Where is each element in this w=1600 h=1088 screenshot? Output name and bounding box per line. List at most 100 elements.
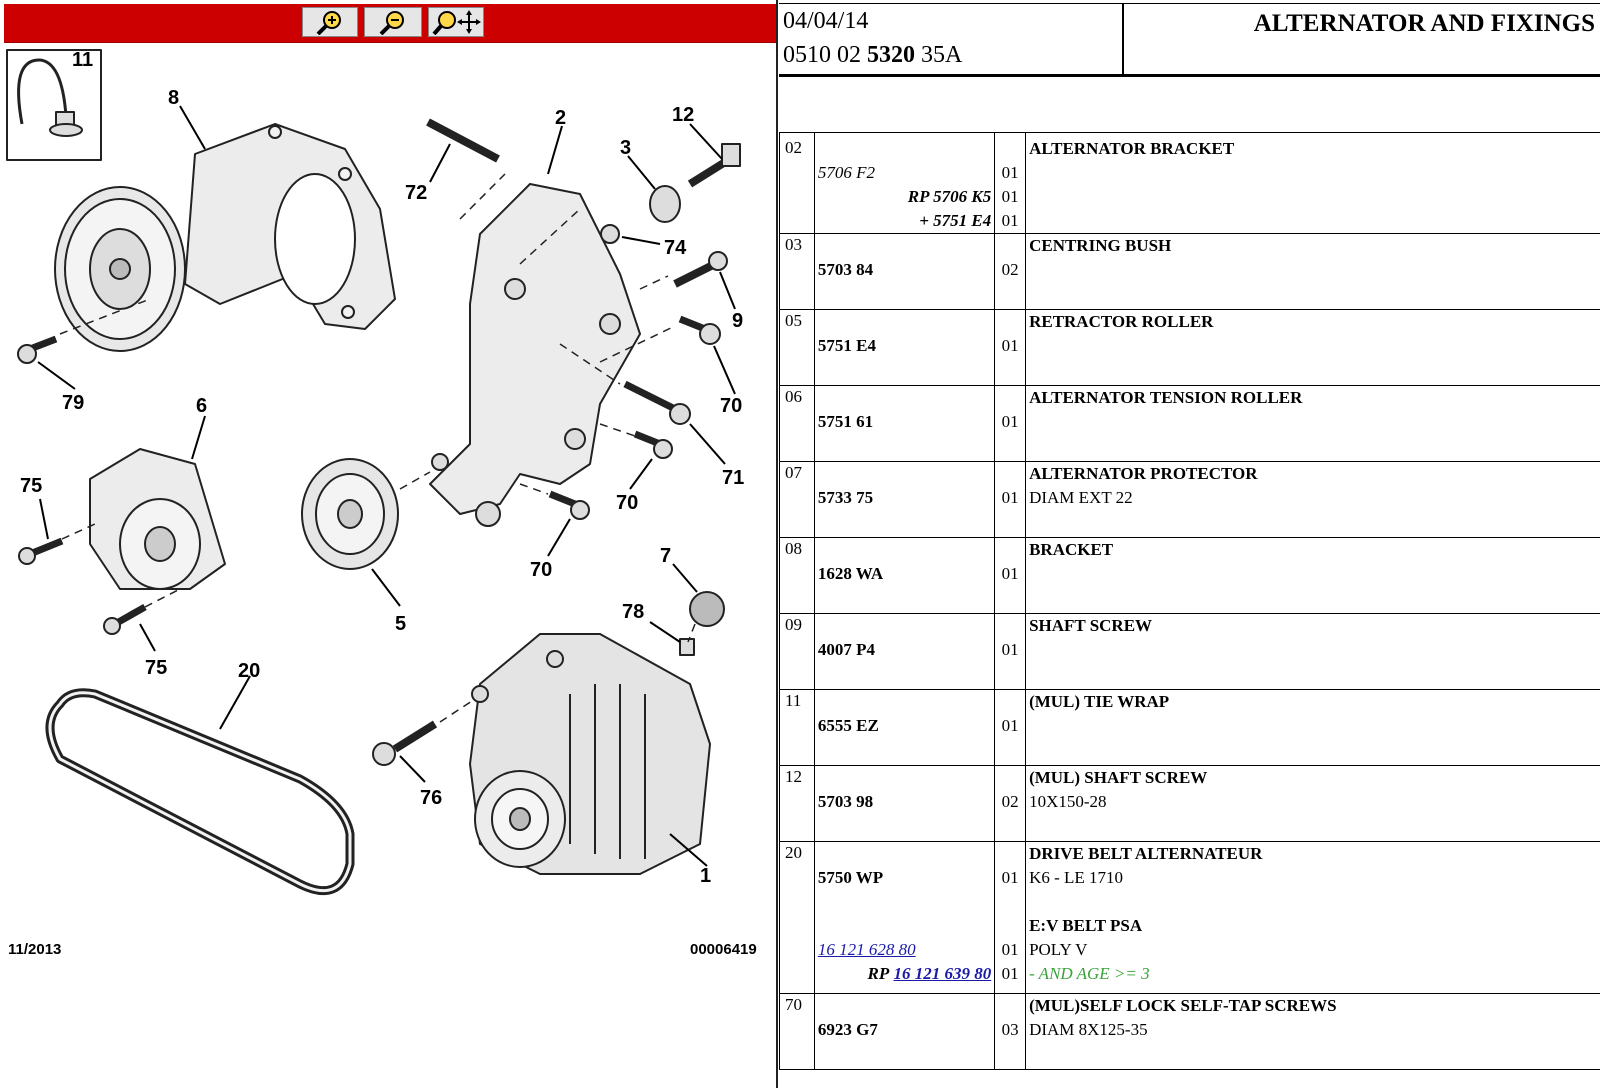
table-row[interactable]: 20 5750 WP 16 121 628 80 RP 16 121 639 8… — [779, 841, 1600, 994]
quantity: 01 — [1001, 336, 1019, 355]
part-ref[interactable]: 5703 84 — [817, 260, 874, 279]
part-description: DRIVE BELT ALTERNATEUR — [1029, 844, 1263, 863]
table-row[interactable]: 07 5733 75 01 ALTERNATOR PROTECTOR DIAM E… — [779, 461, 1600, 538]
quantity: 01 — [1001, 488, 1019, 507]
callout-78[interactable]: 78 — [622, 601, 644, 623]
zoom-pan-icon — [432, 10, 481, 35]
zoom-pan-button[interactable] — [428, 7, 484, 37]
callout-79[interactable]: 79 — [62, 392, 84, 414]
table-row[interactable]: 08 1628 WA 01 BRACKET — [779, 537, 1600, 614]
parts-header: 04/04/14 0510 02 5320 35A ALTERNATOR AND… — [779, 3, 1600, 77]
part-ref[interactable]: 6923 G7 — [817, 1020, 878, 1039]
quantity: 01 — [1001, 940, 1019, 959]
callout-72[interactable]: 72 — [405, 182, 427, 204]
table-row[interactable]: 11 6555 EZ 01 (MUL) TIE WRAP — [779, 689, 1600, 766]
zoom-in-icon — [316, 11, 341, 35]
callout-70-top[interactable]: 70 — [720, 395, 742, 417]
quantity: 01 — [1001, 187, 1019, 206]
zoom-out-icon — [379, 11, 404, 35]
part-detail: 10X150-28 — [1029, 792, 1107, 811]
part-description: (MUL) SHAFT SCREW — [1029, 768, 1208, 787]
row-number: 07 — [779, 461, 815, 538]
part-ref[interactable]: 1628 WA — [817, 564, 884, 583]
part-description: ALTERNATOR TENSION ROLLER — [1029, 388, 1303, 407]
table-row[interactable]: 06 5751 61 01 ALTERNATOR TENSION ROLLER — [779, 385, 1600, 462]
quantity: 03 — [1001, 1020, 1019, 1039]
quantity: 01 — [1001, 964, 1019, 983]
table-row[interactable]: 09 4007 P4 01 SHAFT SCREW — [779, 613, 1600, 690]
alt-description: E:V BELT PSA — [1029, 916, 1143, 935]
diagram-pane: 11 8 2 12 3 72 74 9 70 79 6 70 71 75 70 … — [0, 0, 776, 1088]
callout-7[interactable]: 7 — [660, 545, 671, 567]
part-description: SHAFT SCREW — [1029, 616, 1153, 635]
zoom-out-button[interactable] — [364, 7, 422, 37]
header-reference: 0510 02 5320 35A — [783, 42, 962, 69]
ref-bold: 5320 — [867, 42, 915, 68]
age-condition: - AND AGE >= 3 — [1029, 964, 1150, 983]
callout-11[interactable]: 11 — [72, 49, 93, 71]
table-row[interactable]: 70 6923 G7 03 (MUL)SELF LOCK SELF-TAP SC… — [779, 993, 1600, 1070]
rp-label: RP — [867, 964, 890, 983]
row-number: 12 — [779, 765, 815, 842]
callout-5[interactable]: 5 — [395, 613, 406, 635]
callout-9[interactable]: 9 — [732, 310, 743, 332]
row-number: 70 — [779, 993, 815, 1070]
row-number: 09 — [779, 613, 815, 690]
callout-12[interactable]: 12 — [672, 104, 694, 126]
diagram-toolbar — [4, 4, 776, 43]
zoom-in-button[interactable] — [302, 7, 358, 37]
alt-detail: POLY V — [1029, 940, 1088, 959]
callout-20[interactable]: 20 — [238, 660, 260, 682]
part-description: (MUL)SELF LOCK SELF-TAP SCREWS — [1029, 996, 1337, 1015]
callout-76[interactable]: 76 — [420, 787, 442, 809]
part-detail: DIAM EXT 22 — [1029, 488, 1133, 507]
part-ref[interactable]: 5751 E4 — [817, 336, 876, 355]
alt-part-link[interactable]: 16 121 628 80 — [817, 940, 916, 959]
table-row[interactable]: 03 5703 84 02 CENTRING BUSH — [779, 233, 1600, 310]
part-2-alternator-bracket — [429, 183, 641, 527]
part-ref[interactable]: 5750 WP — [817, 868, 884, 887]
part-description: ALTERNATOR PROTECTOR — [1029, 464, 1258, 483]
quantity: 01 — [1001, 640, 1019, 659]
callout-70-low[interactable]: 70 — [530, 559, 552, 581]
part-ref[interactable]: 5703 98 — [817, 792, 874, 811]
part-ref[interactable]: 5706 F2 — [817, 163, 875, 182]
rp-part-link[interactable]: 16 121 639 80 — [893, 964, 992, 983]
callout-75-top[interactable]: 75 — [20, 475, 42, 497]
part-ref[interactable]: + 5751 E4 — [919, 211, 992, 230]
page-title: ALTERNATOR AND FIXINGS — [1253, 10, 1595, 37]
callout-74[interactable]: 74 — [664, 237, 687, 259]
callout-6[interactable]: 6 — [196, 395, 207, 417]
row-number: 11 — [779, 689, 815, 766]
table-row[interactable]: 12 5703 98 02 (MUL) SHAFT SCREW 10X150-28 — [779, 765, 1600, 842]
callout-71[interactable]: 71 — [722, 467, 744, 489]
part-ref[interactable]: 5733 75 — [817, 488, 874, 507]
header-left-cell: 04/04/14 0510 02 5320 35A — [779, 4, 1124, 75]
callout-8[interactable]: 8 — [168, 87, 179, 109]
row-number: 06 — [779, 385, 815, 462]
exploded-parts-diagram: 11 8 2 12 3 72 74 9 70 79 6 70 71 75 70 … — [6, 49, 757, 958]
callout-70-mid[interactable]: 70 — [616, 492, 638, 514]
row-number: 20 — [779, 841, 815, 994]
part-5-retractor-roller — [301, 458, 399, 570]
diagram-date: 11/2013 — [8, 941, 61, 958]
part-ref[interactable]: 6555 EZ — [817, 716, 879, 735]
quantity: 01 — [1001, 564, 1019, 583]
pane-divider[interactable] — [776, 0, 778, 1088]
ref-suffix: 35A — [915, 42, 963, 68]
table-row[interactable]: 02 5706 F2 RP 5706 K5 + 5751 E4 01 01 01… — [779, 137, 1600, 234]
diagram-code: 00006419 — [690, 941, 757, 958]
callout-3[interactable]: 3 — [620, 137, 631, 159]
callout-75-low[interactable]: 75 — [145, 657, 167, 679]
part-ref[interactable]: RP 5706 K5 — [907, 187, 992, 206]
table-row[interactable]: 05 5751 E4 01 RETRACTOR ROLLER — [779, 309, 1600, 386]
callout-1[interactable]: 1 — [700, 865, 711, 887]
quantity: 02 — [1001, 792, 1019, 811]
part-ref[interactable]: 5751 61 — [817, 412, 874, 431]
callout-2[interactable]: 2 — [555, 107, 566, 129]
row-number: 05 — [779, 309, 815, 386]
part-description: (MUL) TIE WRAP — [1029, 692, 1170, 711]
part-1-alternator — [469, 633, 711, 875]
part-ref[interactable]: 4007 P4 — [817, 640, 875, 659]
quantity: 01 — [1001, 412, 1019, 431]
